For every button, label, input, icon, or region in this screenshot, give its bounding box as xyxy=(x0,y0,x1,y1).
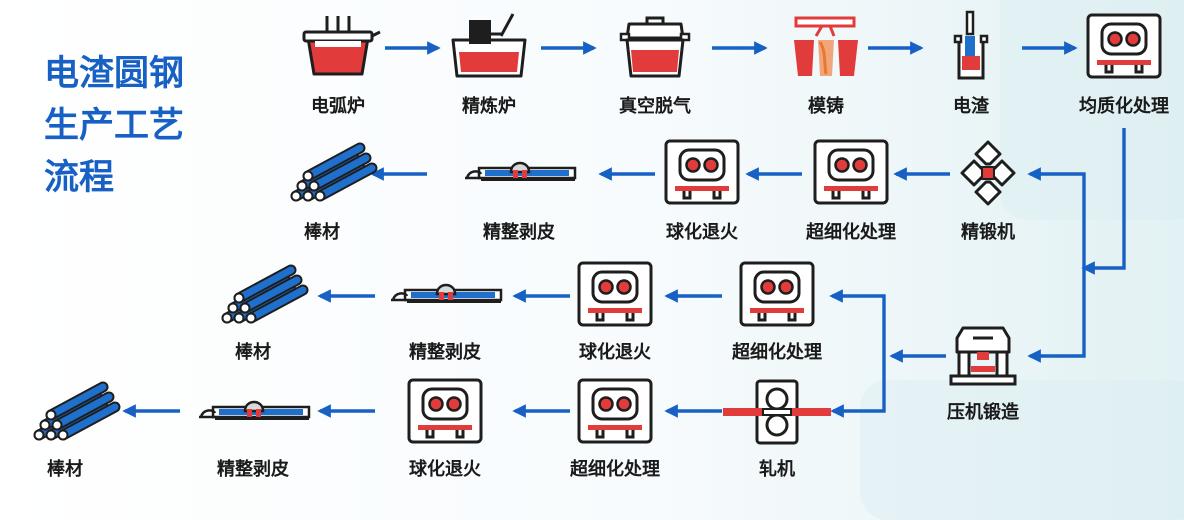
process-flow-diagram: 电渣圆钢 生产工艺 流程 xyxy=(5,0,1184,520)
step-label: 球化退火 xyxy=(579,342,651,363)
step-label: 电弧炉 xyxy=(311,96,365,117)
furnace-icon xyxy=(555,377,675,447)
flow-arrows xyxy=(122,41,1126,418)
refining-furnace-icon xyxy=(429,12,549,82)
precision-forging-icon xyxy=(928,138,1048,208)
arc-furnace-icon xyxy=(278,12,398,82)
step-label: 超细化处理 xyxy=(570,459,660,480)
furnace-icon xyxy=(717,260,837,330)
mold-casting-icon xyxy=(766,12,886,82)
step-label: 球化退火 xyxy=(409,459,481,480)
step-label: 轧机 xyxy=(759,459,795,480)
step-label: 模铸 xyxy=(808,96,844,117)
furnace-icon xyxy=(1064,12,1184,82)
furnace-icon xyxy=(555,260,675,330)
step-label: 电渣 xyxy=(953,96,989,117)
vacuum-degassing-icon xyxy=(595,12,715,82)
step-label: 精锻机 xyxy=(961,222,1015,243)
press-forging-icon xyxy=(923,318,1043,388)
electroslag-icon xyxy=(911,10,1031,82)
step-label: 均质化处理 xyxy=(1079,96,1169,117)
step-label: 超细化处理 xyxy=(806,222,896,243)
flow-arrow xyxy=(829,289,886,356)
bar-stock-icon xyxy=(262,138,382,208)
furnace-icon xyxy=(385,377,505,447)
step-label: 棒材 xyxy=(304,222,340,243)
flow-arrow xyxy=(1027,167,1086,268)
bar-stock-icon xyxy=(5,377,125,447)
peeling-machine-icon xyxy=(193,377,313,447)
step-label: 压机锻造 xyxy=(947,402,1019,423)
step-label: 精整剥皮 xyxy=(409,342,481,363)
step-label: 精整剥皮 xyxy=(483,222,555,243)
title-line-1: 电渣圆钢 xyxy=(44,54,185,94)
flow-arrow xyxy=(1081,128,1126,275)
step-label: 球化退火 xyxy=(666,222,738,243)
flow-arrow xyxy=(830,356,886,418)
furnace-icon xyxy=(791,138,911,208)
furnace-icon xyxy=(642,138,762,208)
step-label: 棒材 xyxy=(235,342,271,363)
rolling-mill-icon xyxy=(717,377,837,447)
step-label: 精整剥皮 xyxy=(217,459,289,480)
title-line-3: 流程 xyxy=(44,158,115,198)
step-label: 真空脱气 xyxy=(619,96,691,117)
flow-arrow xyxy=(1027,268,1086,363)
step-label: 超细化处理 xyxy=(732,342,822,363)
diagram-title: 电渣圆钢 生产工艺 流程 xyxy=(44,48,224,204)
step-label: 棒材 xyxy=(47,459,83,480)
peeling-machine-icon xyxy=(385,260,505,330)
step-label: 精炼炉 xyxy=(462,96,516,117)
peeling-machine-icon xyxy=(459,138,579,208)
title-line-2: 生产工艺 xyxy=(44,106,185,146)
bar-stock-icon xyxy=(193,260,313,330)
